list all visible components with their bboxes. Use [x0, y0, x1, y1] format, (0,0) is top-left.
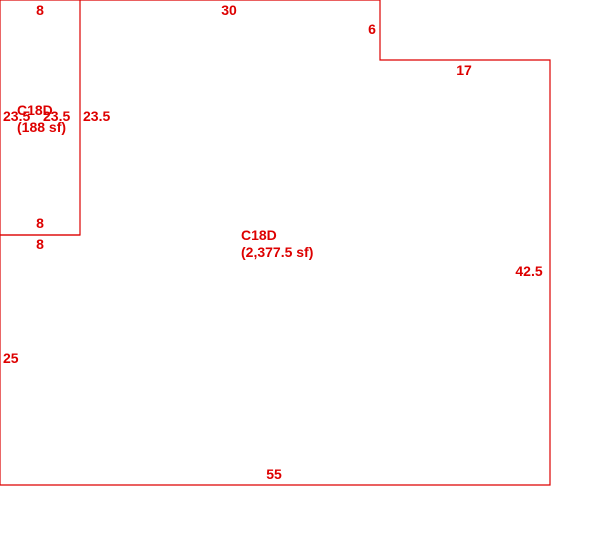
- small-area-name: C18D: [17, 102, 53, 118]
- dim-small-bottom: 8: [36, 215, 44, 231]
- main-area-outline: [0, 0, 551, 486]
- dim-main-bottom: 55: [266, 466, 282, 482]
- dim-small-top: 8: [36, 2, 44, 18]
- dim-main-left: 25: [3, 350, 19, 366]
- small-area-size: (188 sf): [17, 119, 66, 135]
- dim-main-step: 6: [368, 21, 376, 37]
- small-area-outline: [0, 0, 81, 236]
- dim-small-right-outer: 23.5: [83, 108, 110, 124]
- main-area-name: C18D: [241, 227, 277, 243]
- dim-main-top: 30: [221, 2, 237, 18]
- dim-main-right-top: 17: [456, 62, 472, 78]
- dim-small-left: 23.5: [3, 108, 30, 124]
- main-area-size: (2,377.5 sf): [241, 244, 313, 260]
- dim-small-right: 23.5: [43, 108, 70, 124]
- dim-main-right: 42.5: [515, 263, 542, 279]
- dim-main-under-small: 8: [36, 236, 44, 252]
